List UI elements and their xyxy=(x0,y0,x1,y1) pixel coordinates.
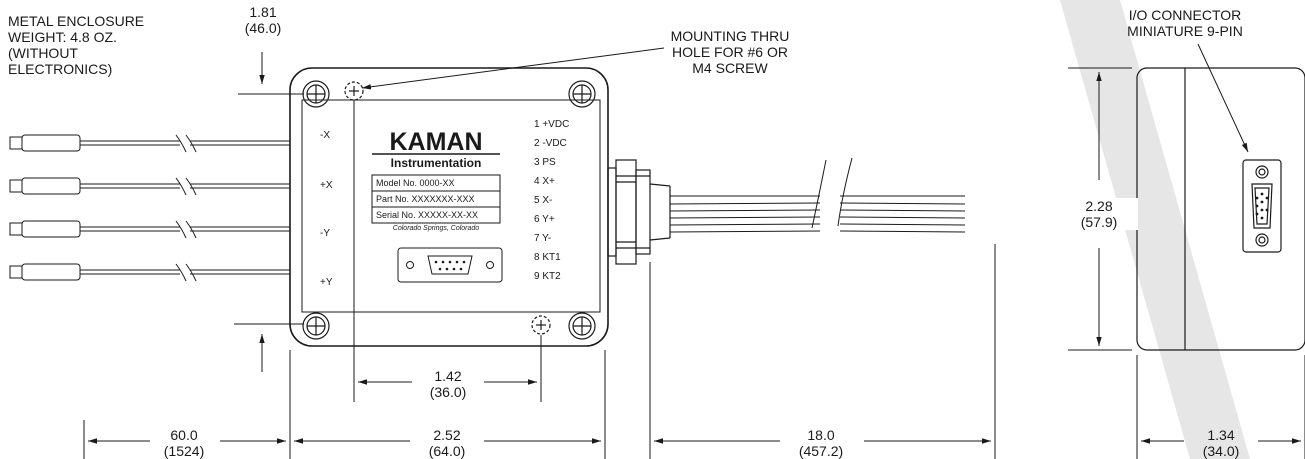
cable-gland xyxy=(607,159,671,265)
dimension-probe-length: 60.0 (1524) xyxy=(163,427,205,459)
mounting-hole-note: MOUNTING THRU HOLE FOR #6 OR M4 SCREW xyxy=(670,28,790,76)
dimension-hole-spacing: 1.42 (36.0) xyxy=(429,368,467,400)
dimension-side-depth: 1.34 (34.0) xyxy=(1202,427,1240,459)
screw-top-left xyxy=(302,80,330,108)
nameplate-model: Model No. 0000-XX xyxy=(376,178,455,188)
watermark-band xyxy=(1060,0,1250,459)
nameplate-boxes xyxy=(371,153,501,224)
screw-top-right xyxy=(568,80,596,108)
pin-3: 3 PS xyxy=(534,157,556,168)
mounting-leader xyxy=(361,47,665,90)
axis-label-neg-y: -Y xyxy=(320,228,330,239)
pin-4: 4 X+ xyxy=(534,176,555,187)
enclosure-panel xyxy=(301,99,601,313)
nameplate-sub: Instrumentation xyxy=(390,156,482,170)
pin-2: 2 -VDC xyxy=(534,138,567,149)
output-cable xyxy=(669,157,966,233)
mounting-hole-bottom xyxy=(531,315,551,335)
dimension-top-height: 1.81 (46.0) xyxy=(244,4,282,36)
dimension-side-height: 2.28 (57.9) xyxy=(1060,198,1138,230)
screw-bottom-left xyxy=(302,312,330,340)
dimension-cable-length: 18.0 (457.2) xyxy=(798,427,844,459)
pin-1: 1 +VDC xyxy=(534,119,570,130)
pin-5: 5 X- xyxy=(534,195,553,206)
nameplate-brand: KAMAN xyxy=(389,128,483,156)
mounting-hole-top xyxy=(344,81,364,101)
nameplate-location: Colorado Springs, Colorado xyxy=(392,225,480,232)
axis-label-pos-y: +Y xyxy=(320,277,333,288)
pin-9: 9 KT2 xyxy=(534,271,561,282)
pin-8: 8 KT1 xyxy=(534,252,561,263)
axis-label-neg-x: -X xyxy=(320,130,330,141)
nameplate-serial: Serial No. XXXXX-XX-XX xyxy=(376,210,479,220)
dimension-box-width: 2.52 (64.0) xyxy=(428,427,466,459)
db9-pins xyxy=(434,192,1269,271)
db9-front xyxy=(397,247,503,283)
axis-label-pos-x: +X xyxy=(320,180,333,191)
enclosure-note: METAL ENCLOSURE WEIGHT: 4.8 OZ. (WITHOUT… xyxy=(8,13,145,77)
nameplate-part: Part No. XXXXXXX-XXX xyxy=(376,194,475,204)
io-connector-note: I/O CONNECTOR MINIATURE 9-PIN xyxy=(1127,7,1243,39)
probe-cables xyxy=(9,134,290,282)
connector-leader xyxy=(1197,43,1249,153)
pin-6: 6 Y+ xyxy=(534,214,555,225)
pin-7: 7 Y- xyxy=(534,233,552,244)
screw-bottom-right xyxy=(568,312,596,340)
